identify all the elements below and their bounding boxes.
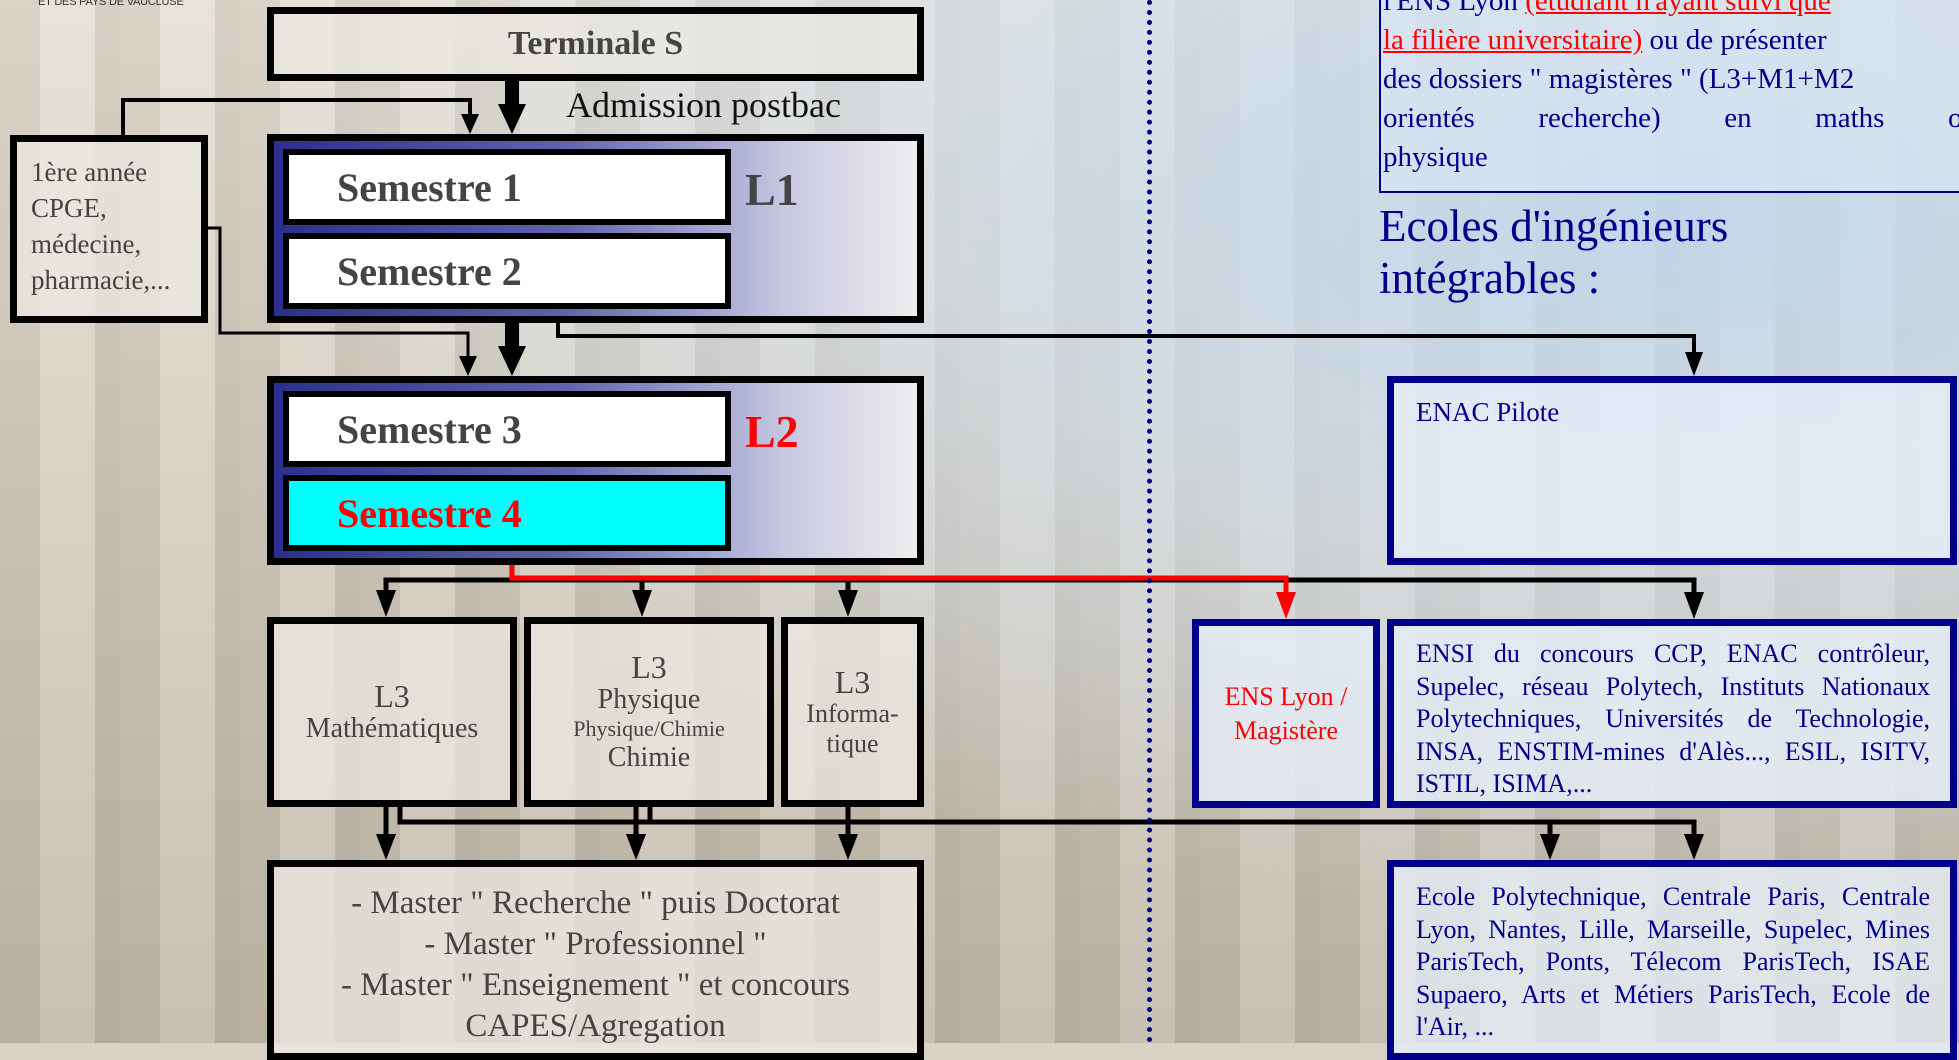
l3-physique-box: L3 Physique Physique/Chimie Chimie bbox=[524, 617, 774, 807]
cpge-box: 1ère année CPGE, médecine, pharmacie,... bbox=[10, 135, 208, 323]
ens-lyon-line: ENS Lyon / bbox=[1224, 681, 1348, 711]
logo-text: ET DES PAYS DE VAUCLUSE bbox=[38, 0, 184, 8]
vertical-divider bbox=[1147, 0, 1152, 1043]
ecoles-title: Ecoles d'ingénieurs intégrables : bbox=[1379, 200, 1728, 304]
master-line: - Master " Recherche " puis Doctorat bbox=[351, 885, 840, 921]
ens-text-red: (étudiant n'ayant suivi que bbox=[1525, 0, 1831, 17]
ens-text: l'ENS Lyon bbox=[1383, 0, 1526, 17]
master-line: CAPES/Agregation bbox=[465, 1008, 726, 1044]
ens-lyon-box: ENS Lyon / Magistère bbox=[1192, 619, 1380, 808]
arrow-l3-ecoles bbox=[397, 807, 1697, 840]
l3-info-box: L3 Informa- tique bbox=[781, 617, 924, 807]
cpge-line: CPGE, bbox=[31, 193, 107, 223]
arrow-s4-ens bbox=[509, 565, 1296, 619]
semestre-3: Semestre 3 bbox=[283, 391, 731, 467]
cpge-line: pharmacie,... bbox=[31, 265, 171, 295]
arrow-cpge-l2 bbox=[208, 226, 470, 362]
l3-subject: tique bbox=[826, 729, 879, 758]
arrow-l2-l3 bbox=[383, 577, 1697, 600]
ens-text: des dossiers " magistères " (L3+M1+M2 bbox=[1383, 63, 1855, 95]
terminale-box: Terminale S bbox=[267, 7, 924, 81]
l3-maths-box: L3 Mathématiques bbox=[267, 617, 517, 807]
l1-label: L1 bbox=[745, 164, 799, 215]
ens-text: ou de présenter bbox=[1642, 24, 1827, 56]
ens-text: orientés recherche) en maths ou bbox=[1383, 102, 1959, 134]
cpge-line: médecine, bbox=[31, 229, 142, 259]
ecoles-title-line: Ecoles d'ingénieurs bbox=[1379, 201, 1729, 251]
arrow-cpge-l1 bbox=[121, 98, 472, 135]
grandes-ecoles-box: Ecole Polytechnique, Centrale Paris, Cen… bbox=[1387, 860, 1957, 1060]
semestre-1: Semestre 1 bbox=[283, 149, 731, 225]
admission-label: Admission postbac bbox=[566, 85, 841, 125]
enac-pilote-box: ENAC Pilote bbox=[1387, 376, 1957, 565]
semestre-4: Semestre 4 bbox=[283, 475, 731, 551]
ens-text: physique bbox=[1383, 141, 1488, 173]
ens-lyon-line: Magistère bbox=[1234, 715, 1338, 745]
l3-subject: Informa- bbox=[806, 699, 899, 728]
l3-subject: Mathématiques bbox=[305, 713, 479, 744]
ensi-box: ENSI du concours CCP, ENAC contrôleur, S… bbox=[1387, 619, 1957, 808]
ens-text-red: la filière universitaire) bbox=[1383, 24, 1643, 56]
master-box: - Master " Recherche " puis Doctorat - M… bbox=[267, 860, 924, 1060]
l3-title: L3 bbox=[834, 664, 871, 700]
ecoles-title-line: intégrables : bbox=[1379, 253, 1601, 303]
l3-title: L3 bbox=[374, 678, 410, 714]
l3-subject: Physique bbox=[597, 684, 701, 715]
l3-subject: Physique/Chimie bbox=[573, 716, 725, 741]
cpge-line: 1ère année bbox=[31, 157, 148, 187]
l3-title: L3 bbox=[631, 649, 667, 685]
l2-label: L2 bbox=[745, 406, 799, 457]
l3-subject: Chimie bbox=[607, 742, 691, 773]
arrow-l1-enac bbox=[556, 323, 1696, 356]
ens-info-box: l'ENS Lyon (étudiant n'ayant suivi que l… bbox=[1379, 0, 1959, 193]
semestre-2: Semestre 2 bbox=[283, 233, 731, 309]
master-line: - Master " Enseignement " et concours bbox=[341, 967, 850, 1003]
master-line: - Master " Professionnel " bbox=[424, 926, 767, 962]
